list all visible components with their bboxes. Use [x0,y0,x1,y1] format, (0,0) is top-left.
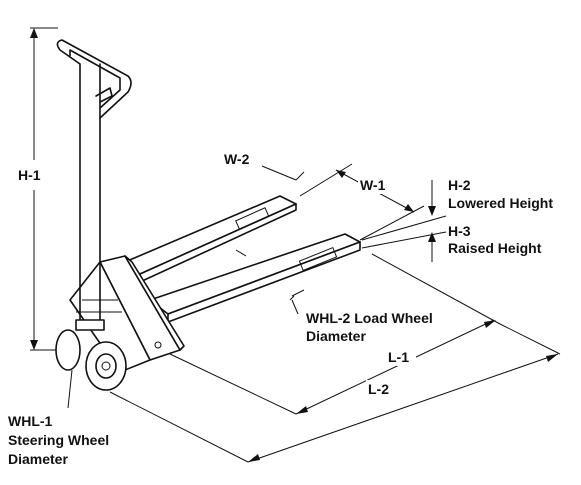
dimension-l1: L-1 [169,253,501,415]
w1-label: W-1 [360,177,386,193]
h2-code-label: H-2 [448,177,471,193]
dimension-h2-h3: H-2 Lowered Height H-3 Raised Height [361,177,553,262]
l1-label: L-1 [388,349,409,365]
h3-code-label: H-3 [448,223,471,239]
l2-label: L-2 [368,381,389,397]
h1-label: H-1 [18,167,41,183]
dimension-w1: W-1 [299,163,425,241]
dimension-w2: W-2 [224,151,305,181]
h2-desc-label: Lowered Height [448,195,553,211]
forks [124,195,361,323]
dimension-l2: L-2 [109,323,561,463]
chassis [69,255,185,373]
whl2-label-line1: WHL-2 Load Wheel [306,310,433,326]
handle [56,39,132,331]
callout-whl1: WHL-1 Steering Wheel Diameter [8,369,109,467]
dimension-h1: H-1 [18,27,60,351]
h3-desc-label: Raised Height [448,240,542,256]
whl1-label-line3: Diameter [8,451,68,467]
callout-whl2: WHL-2 Load Wheel Diameter [289,295,433,344]
whl1-label-line2: Steering Wheel [8,432,109,448]
whl2-label-line2: Diameter [306,328,366,344]
whl1-label-line1: WHL-1 [8,413,53,429]
steering-wheels [55,329,127,391]
w2-label: W-2 [224,151,250,167]
